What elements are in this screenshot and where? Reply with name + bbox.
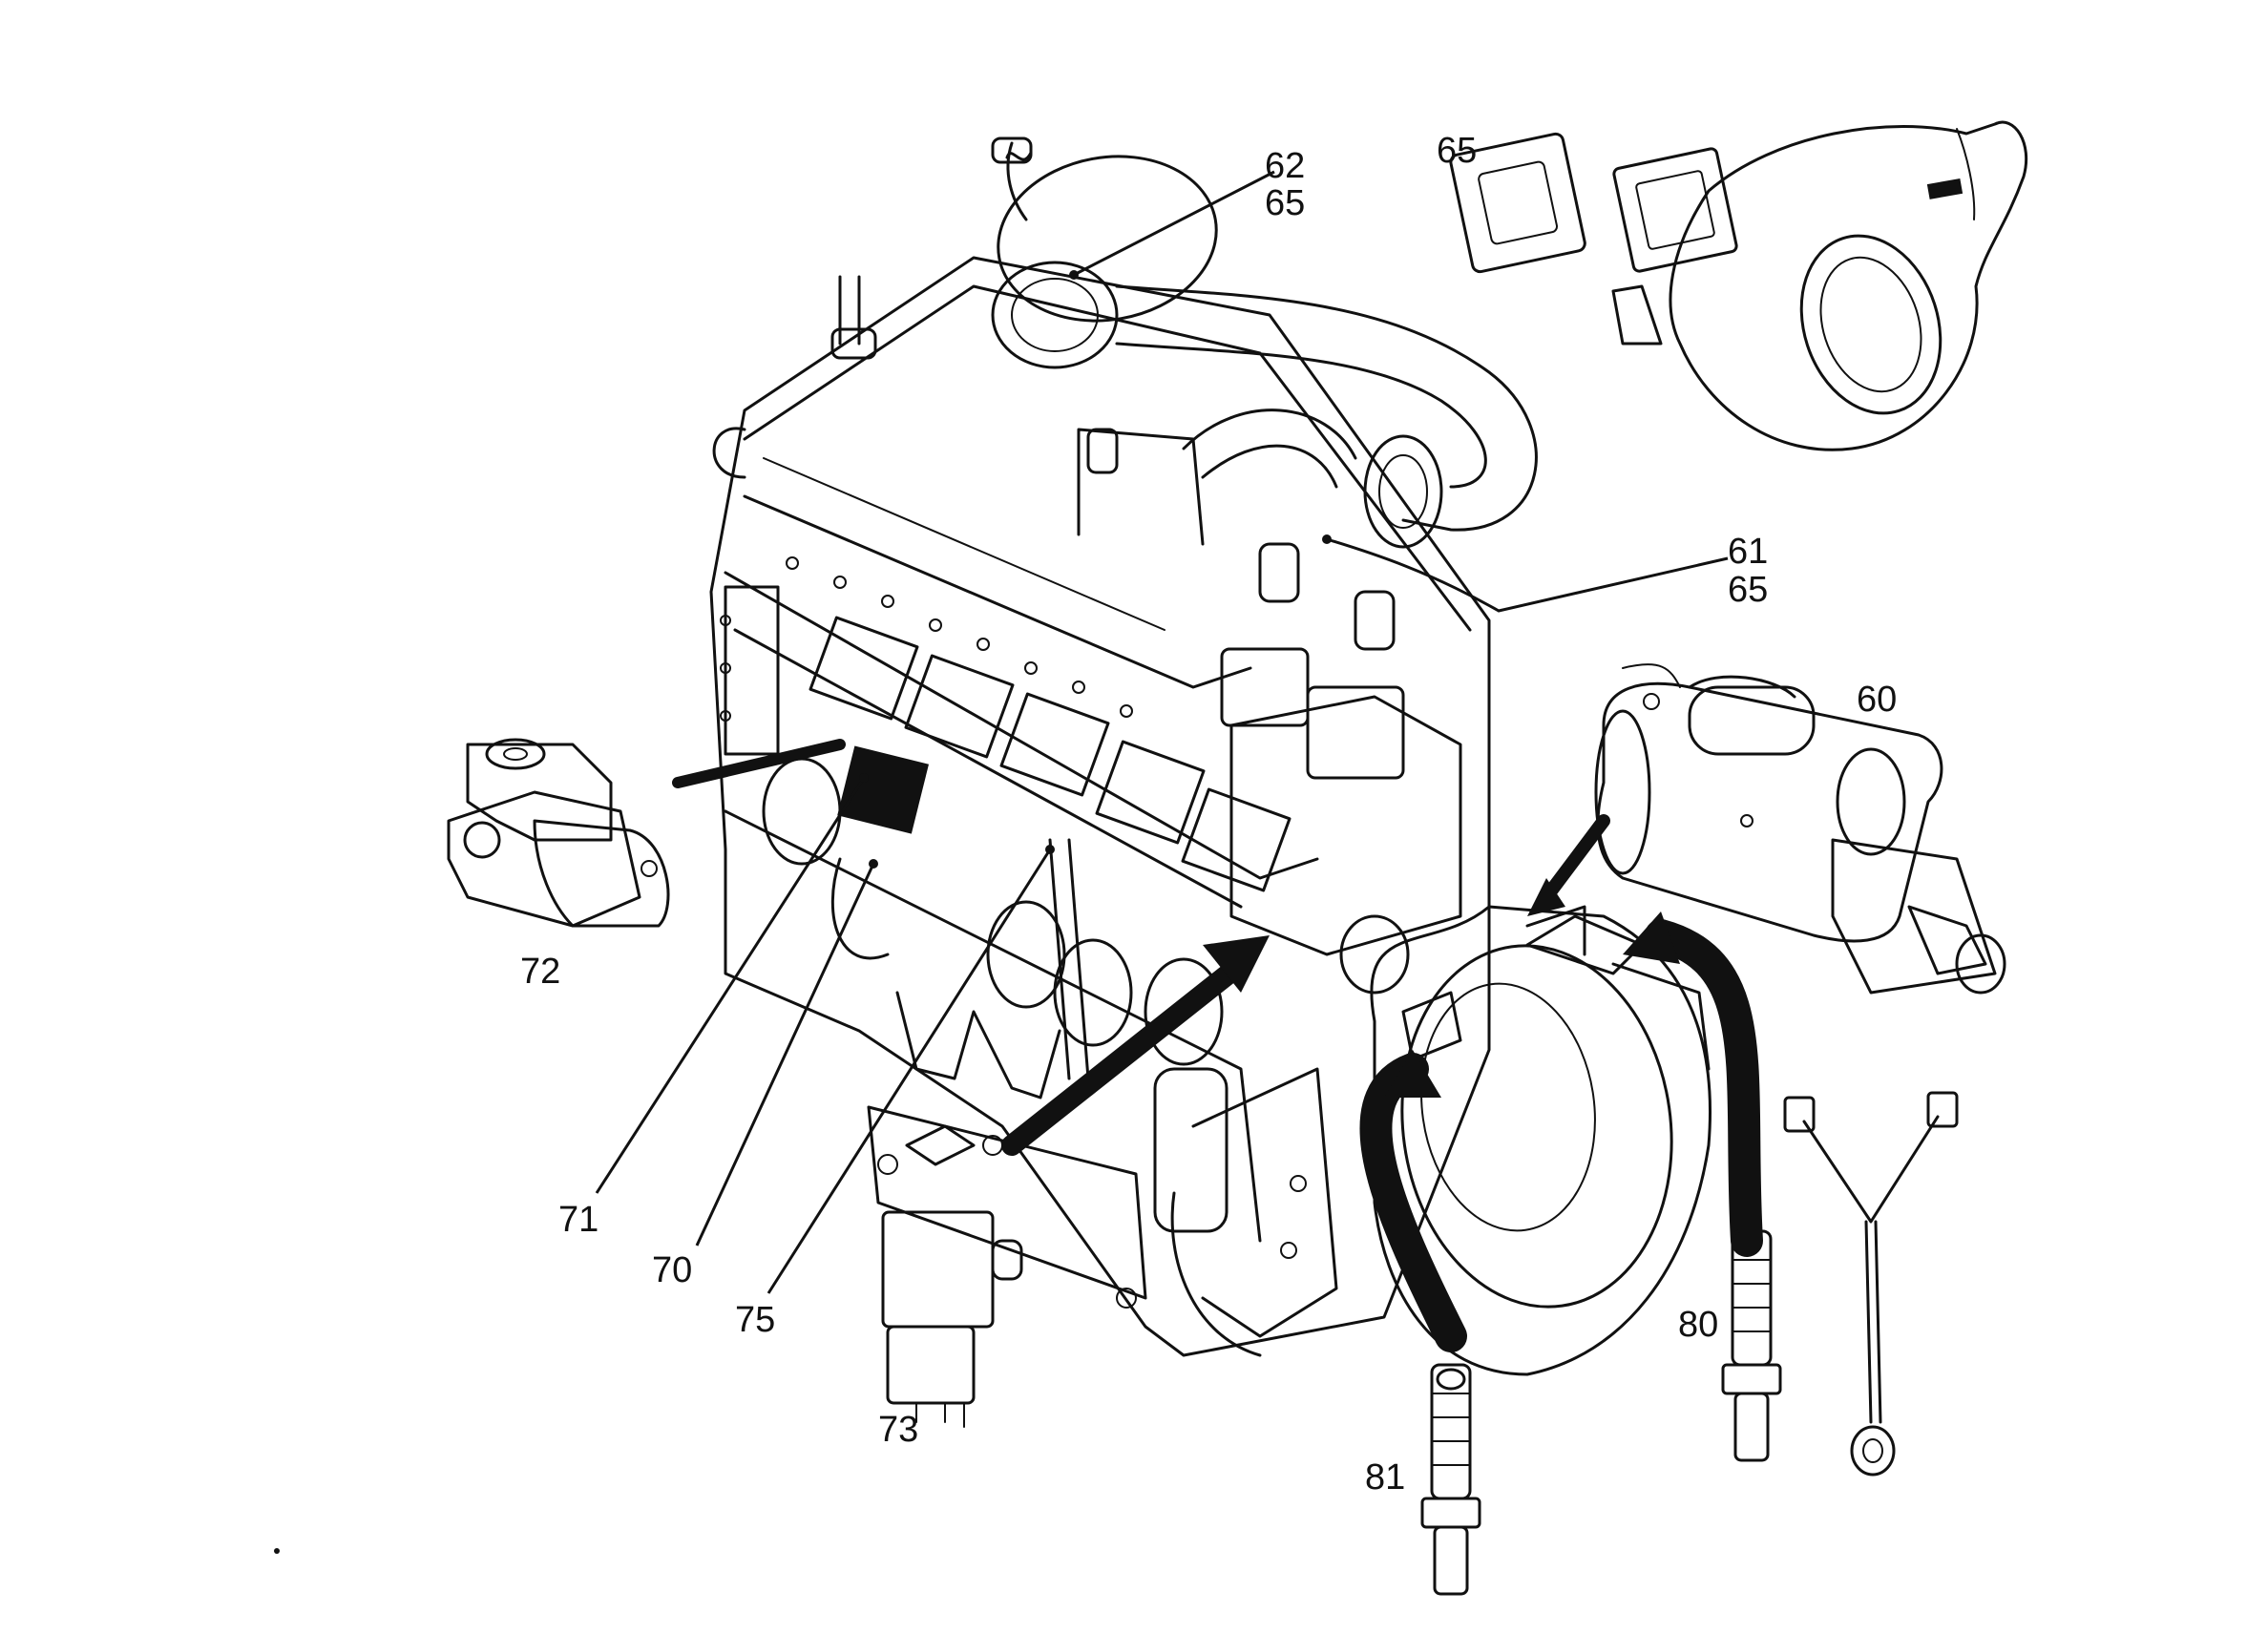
arrow-to-flywheel-head <box>1527 878 1565 916</box>
callout-60: 60 <box>1857 680 1897 720</box>
callout-80: 80 <box>1678 1305 1718 1345</box>
callout-73: 73 <box>878 1410 918 1450</box>
callout-75: 75 <box>735 1300 775 1340</box>
callout-65-mid: 65 <box>1728 570 1768 610</box>
component-73-drawing <box>867 1105 1147 1428</box>
starter-motor-drawing <box>1594 663 2006 995</box>
leader-lines <box>274 170 1729 1554</box>
callout-72: 72 <box>520 952 560 992</box>
flywheel-arrow-left <box>1359 1053 1467 1352</box>
callout-71: 71 <box>558 1200 598 1240</box>
component-72-drawing <box>447 738 670 928</box>
flywheel-arrow-right-head <box>1623 911 1680 964</box>
arrow-to-sensor <box>1001 953 1251 1156</box>
wire-harness-drawing <box>1783 1091 1959 1477</box>
callout-62: 62 <box>1265 146 1305 186</box>
flywheel-arrow-left-head <box>1384 1050 1441 1098</box>
flywheel-arrow-right <box>1645 919 1763 1257</box>
callout-70: 70 <box>652 1250 692 1290</box>
engine-block-drawing <box>709 256 1491 1357</box>
callout-61: 61 <box>1728 532 1768 572</box>
arrow-to-sensor-head <box>1203 935 1270 993</box>
ecu-module-70 <box>837 745 930 834</box>
callout-81: 81 <box>1365 1457 1405 1498</box>
turbocharger-housing-drawing <box>1449 120 2028 451</box>
head-bolts <box>720 556 1133 722</box>
sensor-80-drawing <box>1721 1229 1782 1462</box>
arrow-to-ecu <box>672 739 846 788</box>
callout-65-gasket: 65 <box>1437 131 1477 171</box>
callout-65-top: 65 <box>1265 183 1305 223</box>
sensor-81-drawing <box>1420 1363 1481 1596</box>
exhaust-pipe-drawing <box>991 136 1538 549</box>
arrow-to-flywheel <box>1540 814 1610 904</box>
